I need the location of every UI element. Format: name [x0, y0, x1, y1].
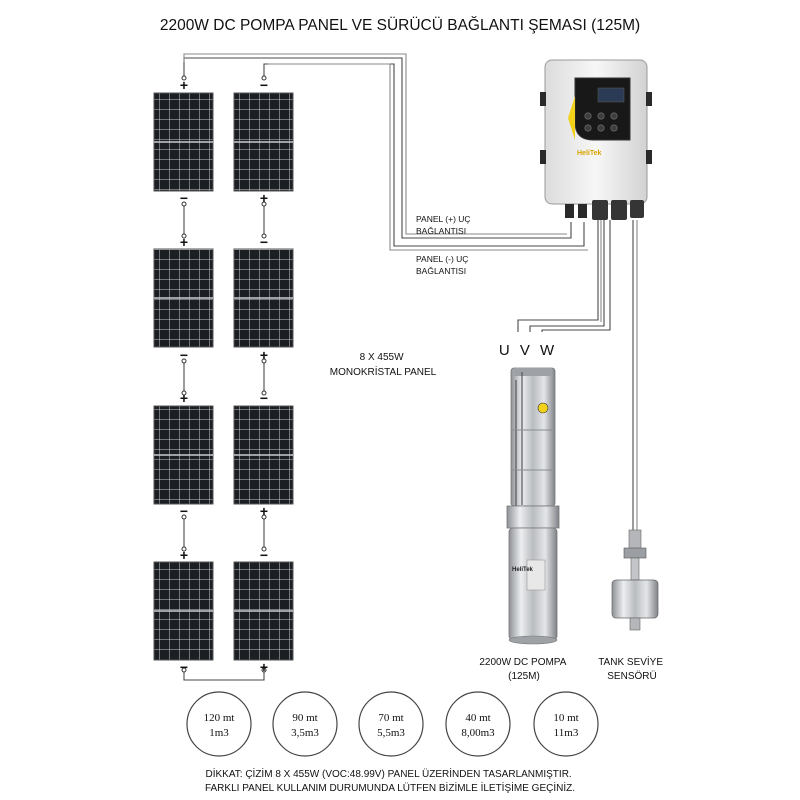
warning-note: DİKKAT: ÇİZİM 8 X 455W (VOC:48.99V) PANE… — [205, 767, 575, 794]
controller-brand: HeliTek — [577, 150, 601, 157]
minus-sign: − — [180, 503, 188, 519]
motor-wires — [517, 220, 611, 332]
plus-sign: + — [260, 347, 268, 363]
solar-panel — [153, 561, 214, 661]
minus-sign: − — [260, 77, 268, 93]
sensor-label: TANK SEVİYE SENSÖRÜ — [598, 655, 666, 682]
solar-panel — [233, 405, 294, 505]
plus-sign: + — [180, 390, 188, 406]
solar-panel — [153, 405, 214, 505]
panel-array-label: 8 X 455W MONOKRİSTAL PANEL — [330, 352, 437, 378]
svg-text:1m3: 1m3 — [209, 727, 229, 739]
minus-sign: − — [260, 547, 268, 563]
solar-panel — [233, 248, 294, 348]
solar-panel — [233, 561, 294, 661]
solar-panel — [153, 92, 214, 192]
minus-sign: − — [180, 190, 188, 206]
svg-text:90 mt: 90 mt — [292, 712, 317, 724]
polarity-signs: + − − + + − − + + − − + + − − + — [180, 77, 268, 675]
performance-item: 10 mt 11m3 — [533, 691, 599, 757]
panel-minus-label: PANEL (-) UÇ BAĞLANTISI — [416, 254, 471, 276]
plus-sign: + — [180, 77, 188, 93]
minus-sign: − — [260, 390, 268, 406]
svg-text:8,00m3: 8,00m3 — [461, 727, 495, 739]
pump-controller: HeliTek — [540, 59, 652, 220]
submersible-pump: HeliTek — [506, 367, 560, 645]
svg-text:120 mt: 120 mt — [204, 712, 235, 724]
svg-text:10 mt: 10 mt — [553, 712, 578, 724]
uvw-label: U V W — [499, 342, 557, 359]
panel-plus-label: PANEL (+) UÇ BAĞLANTISI — [416, 214, 473, 236]
svg-text:70 mt: 70 mt — [378, 712, 403, 724]
svg-text:3,5m3: 3,5m3 — [291, 727, 319, 739]
series-jumpers — [181, 75, 267, 681]
performance-item: 120 mt 1m3 — [186, 691, 252, 757]
solar-panel — [153, 248, 214, 348]
svg-text:5,5m3: 5,5m3 — [377, 727, 405, 739]
performance-table: 120 mt 1m3 90 mt 3,5m3 70 mt 5,5m3 40 mt… — [186, 691, 599, 757]
plus-sign: + — [260, 190, 268, 206]
plus-sign: + — [180, 234, 188, 250]
plus-sign: + — [260, 659, 268, 675]
performance-item: 90 mt 3,5m3 — [272, 691, 338, 757]
tank-level-sensor — [611, 529, 659, 631]
solar-panel-array — [153, 92, 294, 661]
performance-item: 40 mt 8,00m3 — [445, 691, 511, 757]
svg-text:40 mt: 40 mt — [465, 712, 490, 724]
solar-panel — [233, 92, 294, 192]
page-title: 2200W DC POMPA PANEL VE SÜRÜCÜ BAĞLANTI … — [160, 16, 640, 34]
minus-sign: − — [180, 659, 188, 675]
performance-item: 70 mt 5,5m3 — [358, 691, 424, 757]
sensor-wires — [632, 220, 638, 530]
plus-sign: + — [180, 547, 188, 563]
svg-text:11m3: 11m3 — [554, 727, 579, 739]
pump-label: 2200W DC POMPA (125M) — [479, 657, 568, 682]
top-wiring — [183, 53, 588, 251]
pump-brand: HeliTek — [512, 567, 534, 573]
minus-sign: − — [260, 234, 268, 250]
minus-sign: − — [180, 347, 188, 363]
plus-sign: + — [260, 503, 268, 519]
